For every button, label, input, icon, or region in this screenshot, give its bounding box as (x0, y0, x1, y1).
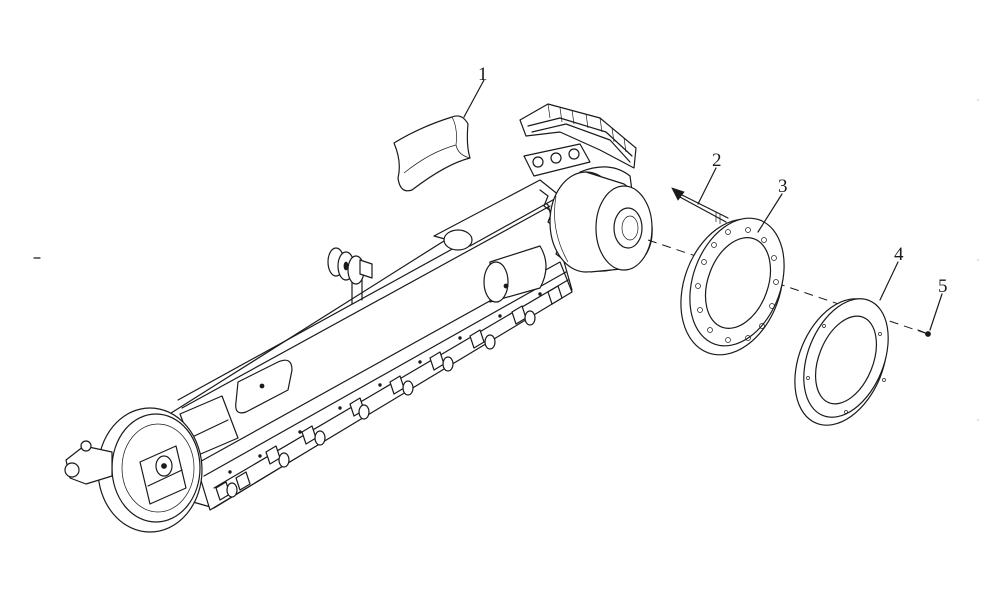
callout-3: 3 (778, 176, 788, 197)
callout-1: 1 (478, 64, 488, 85)
middle-drum (443, 229, 547, 303)
support-pulley (327, 247, 373, 305)
callout-4: 4 (894, 244, 904, 265)
leader-lines (463, 79, 943, 331)
track-frame (159, 179, 573, 511)
part-2-pin[interactable] (671, 187, 729, 224)
part-3-flange-ring[interactable] (663, 205, 801, 369)
part-5-screw[interactable] (917, 329, 931, 337)
rail-bolts (228, 292, 542, 474)
callout-2: 2 (712, 150, 722, 171)
drive-hub (549, 166, 653, 273)
idler-wheel (64, 407, 203, 533)
track-rollers (226, 310, 536, 498)
drive-chain (519, 103, 637, 261)
part-1-block[interactable] (393, 115, 471, 192)
edge-marks (977, 99, 979, 421)
part-4-ring[interactable] (777, 285, 904, 439)
flange-bolt-holes (695, 227, 779, 343)
callout-5: 5 (938, 276, 948, 297)
callout-labels: 1 2 3 4 5 (478, 64, 948, 297)
